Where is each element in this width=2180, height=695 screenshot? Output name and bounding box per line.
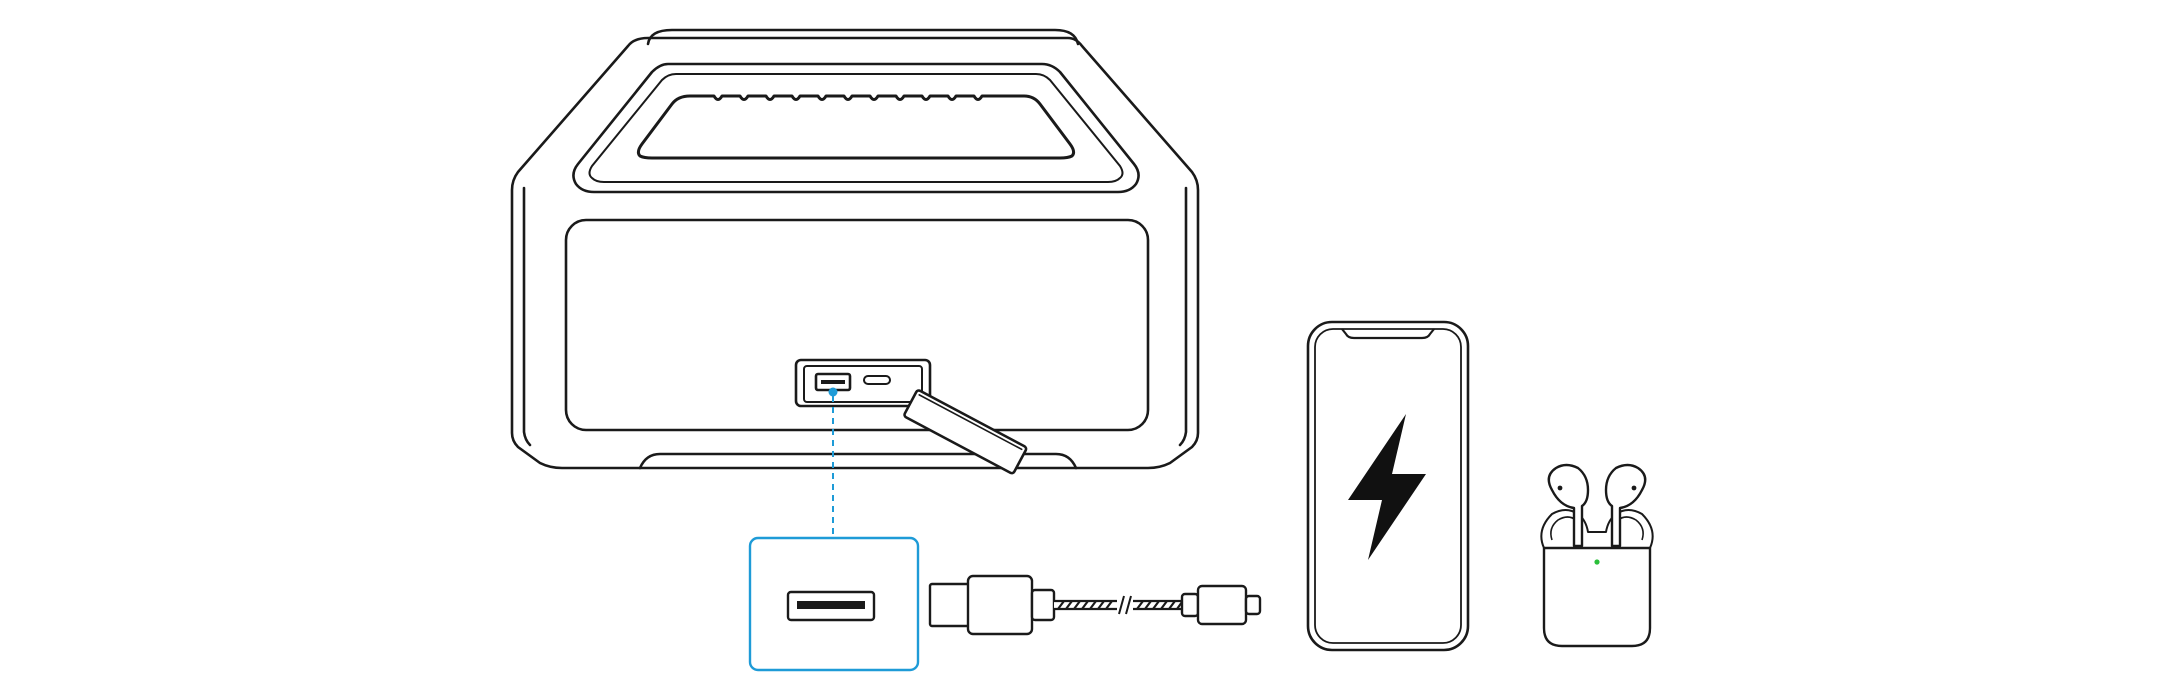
usb-cable-a-plug-metal	[928, 582, 972, 628]
usb-cable-c-plug-tip	[1244, 594, 1262, 616]
smartphone-screen	[1314, 328, 1462, 644]
earbud-left	[1547, 463, 1590, 548]
usb-cable-cord-left	[1054, 599, 1117, 611]
speaker-usb-a-port-tongue	[821, 380, 845, 384]
usb-a-port-zoom-socket	[786, 590, 876, 622]
speaker-bottom-foot	[638, 452, 1078, 470]
speaker	[510, 28, 1200, 475]
speaker-port-bay-inner	[803, 365, 923, 403]
usb-cable-a-plug-body	[966, 574, 1034, 636]
earbuds-case	[1540, 463, 1654, 648]
smartphone-body	[1306, 320, 1470, 652]
smartphone-notch	[1341, 328, 1435, 340]
speaker-top-rim	[646, 28, 1080, 46]
earbud-right	[1604, 463, 1647, 548]
lightning-bolt-icon	[1348, 414, 1426, 560]
speaker-port-bay	[794, 358, 932, 408]
earbuds-case-cradle-inner	[1550, 516, 1644, 541]
smartphone	[1306, 320, 1470, 652]
earbuds-case-led	[1594, 559, 1600, 565]
speaker-front-panel	[564, 218, 1150, 432]
speaker-port-flap	[903, 389, 1028, 475]
port-callout-dot	[828, 387, 838, 397]
speaker-body-outline	[510, 36, 1200, 470]
usb-a-port-zoom-tongue	[797, 601, 865, 609]
usb-a-port-zoom	[748, 536, 920, 672]
usb-cable-c-plug-body	[1196, 584, 1248, 626]
speaker-right-edge	[1178, 186, 1188, 447]
speaker-handle-frame-inner	[588, 73, 1124, 183]
speaker-left-edge	[522, 186, 532, 447]
usb-cable-cord-right	[1133, 599, 1183, 611]
usb-cable	[928, 574, 1262, 636]
earbuds-case-cradle	[1540, 509, 1654, 549]
speaker-usb-c-port	[863, 375, 891, 385]
usb-cable-c-strain-relief	[1180, 592, 1200, 618]
earbuds-case-body	[1542, 546, 1652, 648]
port-callout	[828, 387, 838, 538]
speaker-handle-frame	[572, 62, 1140, 194]
usb-a-port-zoom-frame	[748, 536, 920, 672]
usb-cable-break-mark	[1118, 595, 1132, 615]
speaker-handle-grip	[636, 94, 1076, 160]
usb-cable-a-strain-relief	[1030, 588, 1056, 622]
